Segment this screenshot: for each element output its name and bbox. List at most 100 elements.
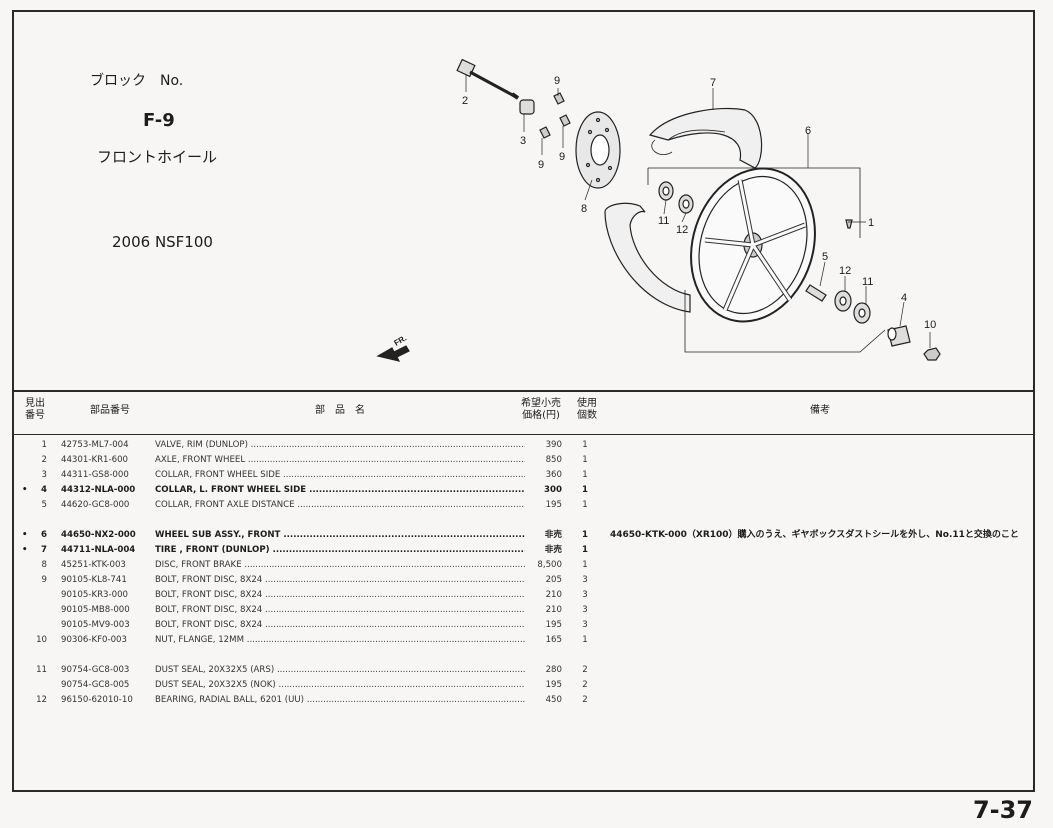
row-ref-number: 3: [41, 470, 47, 480]
row-description: DISC, FRONT BRAKE: [155, 558, 525, 573]
row-quantity: 2: [582, 665, 588, 675]
row-description: COLLAR, FRONT WHEEL SIDE: [155, 468, 525, 483]
row-quantity: 1: [582, 470, 588, 480]
block-label: ブロック No.: [90, 73, 184, 89]
header-description: 部 品 名: [315, 405, 365, 416]
row-part-number: 44711-NLA-004: [61, 545, 136, 555]
row-ref-number: 10: [36, 635, 47, 645]
row-mark: •: [22, 530, 28, 540]
axle-drawing: [456, 58, 520, 100]
row-price: 360: [545, 470, 562, 480]
row-price: 205: [545, 575, 562, 585]
table-row: 90754-GC8-005 DUST SEAL, 20X32X5 (NOK) 195…: [0, 678, 1053, 693]
model-name: 2006 NSF100: [112, 233, 213, 251]
front-direction-arrow-icon: [376, 345, 410, 362]
row-note: 44650-KTK-000（XR100）購入のうえ、ギヤボックスダストシールを外…: [610, 530, 1019, 540]
row-quantity: 3: [582, 620, 588, 630]
callout-9a: 9: [554, 75, 560, 87]
row-quantity: 1: [582, 440, 588, 450]
row-price: 195: [545, 620, 562, 630]
row-price: 195: [545, 680, 562, 690]
row-price: 210: [545, 605, 562, 615]
parts-diagram: 1 2 3 4 5 6 7 8 9 9 9 10 11 11 12 12 FR.: [0, 0, 1053, 390]
row-part-number: 90105-MV9-003: [61, 620, 130, 630]
row-price: 165: [545, 635, 562, 645]
callout-11b: 11: [862, 276, 873, 288]
callout-12a: 12: [676, 224, 688, 236]
row-price: 195: [545, 500, 562, 510]
row-quantity: 1: [582, 545, 588, 555]
row-price: 450: [545, 695, 562, 705]
row-ref-number: 4: [41, 485, 47, 495]
row-part-number: 90754-GC8-005: [61, 680, 130, 690]
callout-5: 5: [822, 251, 828, 263]
page-number: 7-37: [972, 796, 1033, 824]
row-part-number: 42753-ML7-004: [61, 440, 129, 450]
row-description: NUT, FLANGE, 12MM: [155, 633, 525, 648]
callout-4: 4: [901, 292, 907, 304]
callout-2: 2: [462, 95, 468, 107]
row-part-number: 90306-KF0-003: [61, 635, 127, 645]
callout-1: 1: [868, 217, 874, 229]
row-price: 300: [544, 485, 562, 495]
row-quantity: 3: [582, 590, 588, 600]
callout-9c: 9: [559, 151, 565, 163]
row-description: AXLE, FRONT WHEEL: [155, 453, 525, 468]
row-description: BOLT, FRONT DISC, 8X24: [155, 603, 525, 618]
disc-bolts-drawing: [539, 92, 571, 139]
row-price: 非売: [544, 530, 562, 540]
row-description: TIRE , FRONT (DUNLOP): [155, 543, 525, 558]
row-description: DUST SEAL, 20X32X5 (NOK): [155, 678, 525, 693]
row-price: 210: [545, 590, 562, 600]
row-ref-number: 2: [41, 455, 47, 465]
row-part-number: 45251-KTK-003: [61, 560, 126, 570]
tire-drawing: [604, 107, 763, 313]
header-part-no: 部品番号: [90, 405, 130, 416]
block-id: F-9: [143, 110, 175, 131]
callout-11a: 11: [658, 215, 669, 227]
row-description: COLLAR, L. FRONT WHEEL SIDE: [155, 483, 525, 498]
wheel-drawing: [690, 167, 816, 323]
row-quantity: 1: [582, 530, 588, 540]
row-ref-number: 12: [36, 695, 47, 705]
block-title: フロントホイール: [97, 148, 218, 166]
row-quantity: 1: [582, 485, 588, 495]
row-quantity: 1: [582, 635, 588, 645]
row-description: BEARING, RADIAL BALL, 6201 (UU): [155, 693, 525, 708]
row-quantity: 1: [582, 455, 588, 465]
row-part-number: 44650-NX2-000: [61, 530, 136, 540]
row-quantity: 3: [582, 605, 588, 615]
table-row: 10 90306-KF0-003 NUT, FLANGE, 12MM 165 1: [0, 633, 1053, 648]
row-quantity: 1: [582, 560, 588, 570]
callout-3: 3: [520, 135, 526, 147]
row-price: 8,500: [537, 560, 562, 570]
row-part-number: 96150-62010-10: [61, 695, 133, 705]
row-mark: •: [22, 545, 28, 555]
callout-10: 10: [924, 319, 936, 331]
row-part-number: 44312-NLA-000: [61, 485, 136, 495]
row-description: DUST SEAL, 20X32X5 (ARS): [155, 663, 525, 678]
header-qty: 使用 個数: [577, 398, 597, 421]
row-ref-number: 7: [41, 545, 47, 555]
row-ref-number: 1: [41, 440, 47, 450]
collar-drawing: [519, 99, 535, 115]
row-description: WHEEL SUB ASSY., FRONT: [155, 528, 525, 543]
row-description: COLLAR, FRONT AXLE DISTANCE: [155, 498, 525, 513]
callout-6: 6: [805, 125, 811, 137]
parts-diagram-svg: 1 2 3 4 5 6 7 8 9 9 9 10 11 11 12 12 FR.: [376, 58, 941, 362]
table-header-rule: [12, 434, 1035, 435]
row-description: VALVE, RIM (DUNLOP): [155, 438, 525, 453]
brake-disc-drawing: [575, 111, 621, 189]
row-description: BOLT, FRONT DISC, 8X24: [155, 573, 525, 588]
row-part-number: 90754-GC8-003: [61, 665, 130, 675]
row-part-number: 44620-GC8-000: [61, 500, 130, 510]
